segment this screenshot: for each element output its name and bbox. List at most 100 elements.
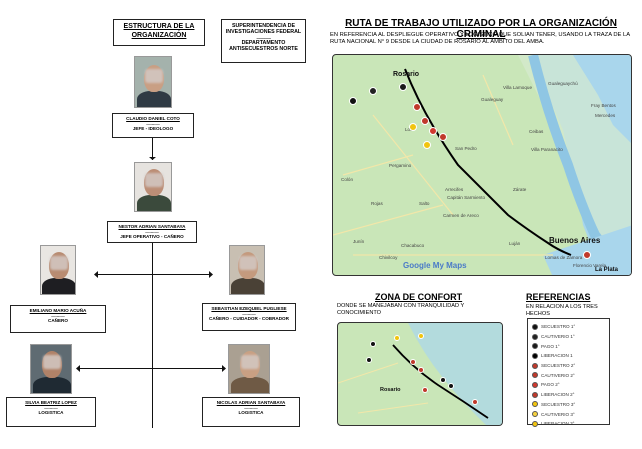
marker-liberacion-2[interactable] <box>439 133 447 141</box>
zona-marker-7[interactable] <box>440 377 446 383</box>
member-card-5: SILVIA BEATRIZ LOPEZ ------------ LOGIST… <box>6 397 96 427</box>
place-label: Pergamino <box>389 163 412 168</box>
legend-item: CAUTIVERIO 2° <box>532 370 605 380</box>
member-card-1: CLAUDIO DANIEL COTO ------------ JEFE - … <box>112 113 194 138</box>
legend-item: LIBERACION 3° <box>532 419 605 429</box>
marker-liberacion-1[interactable] <box>583 251 591 259</box>
zona-marker-6[interactable] <box>418 367 424 373</box>
place-label: Ceibas <box>529 129 544 134</box>
legend-marker-icon <box>532 333 538 340</box>
arrow-right-row2 <box>222 365 226 372</box>
marker-secuestro-1[interactable] <box>349 97 357 105</box>
place-label: Capitán Sarmiento <box>447 195 486 200</box>
references-title: REFERENCIAS <box>526 292 591 302</box>
legend-marker-icon <box>532 420 538 427</box>
place-label: Colón <box>341 177 354 182</box>
place-label: Junín <box>353 239 365 244</box>
legend-item: SECUESTRO 1° <box>532 322 605 332</box>
legend-label: LIBERACION 2° <box>541 392 575 398</box>
zona-city-rosario: Rosario <box>380 387 401 393</box>
route-title: RUTA DE TRABAJO UTILIZADO POR LA ORGANIZ… <box>345 18 617 40</box>
zona-marker-10[interactable] <box>472 399 478 405</box>
legend-item: PAGO 2° <box>532 380 605 390</box>
arrow-left-row1 <box>94 271 98 278</box>
zona-marker-2[interactable] <box>366 357 372 363</box>
place-label: Fray Bentos <box>591 103 616 108</box>
place-label: Carmen de Areco <box>443 213 479 218</box>
legend-marker-icon <box>532 352 538 359</box>
arrow-head-1 <box>149 157 156 160</box>
place-label: Arrecifes <box>445 187 464 192</box>
place-label: Los <box>405 127 413 132</box>
structure-title: ESTRUCTURA DE LA ORGANIZACIÓN <box>113 19 205 46</box>
place-label: Villa Paranacito <box>531 147 563 152</box>
legend-item: CAUTIVERIO 3° <box>532 409 605 419</box>
marker-cautiverio-2[interactable] <box>421 117 429 125</box>
legend-label: SECUESTRO 2° <box>541 363 576 369</box>
member-photo-4 <box>229 245 265 295</box>
city-buenos-aires: Buenos Aires <box>549 236 601 245</box>
legend-item: PAGO 1° <box>532 341 605 351</box>
zona-subtitle: DONDE SE MANEJABAN CON TRANQUILIDAD Y CO… <box>337 303 465 316</box>
member-card-3: EMILIANO MARIO ACUÑA ------------ CAÑERO <box>10 305 106 333</box>
zona-marker-4[interactable] <box>418 333 424 339</box>
organization-box: SUPERINTENDENCIA DE INVESTIGACIONES FEDE… <box>221 19 306 63</box>
place-label: Chacabuco <box>401 243 425 248</box>
marker-pago-2[interactable] <box>429 127 437 135</box>
zona-title: ZONA DE CONFORT <box>375 292 463 302</box>
connector-row1 <box>97 274 210 275</box>
legend-label: CAUTIVERIO 3° <box>541 411 575 417</box>
city-rosario: Rosario <box>393 71 420 78</box>
zona-marker-8[interactable] <box>448 383 454 389</box>
legend-label: LIBERACION 3° <box>541 421 575 427</box>
zona-marker-3[interactable] <box>394 335 400 341</box>
legend-label: CAUTIVERIO 1° <box>541 334 575 340</box>
place-label: Luján <box>509 241 521 246</box>
route-map-svg <box>333 55 631 275</box>
legend-marker-icon <box>532 372 538 379</box>
references-subtitle: EN RELACION A LOS TRES HECHOS <box>526 304 598 317</box>
legend-marker-icon <box>532 343 538 350</box>
marker-secuestro-3[interactable] <box>423 141 431 149</box>
place-label: Zárate <box>513 187 527 192</box>
city-la-plata: La Plata <box>595 267 619 273</box>
legend-marker-icon <box>532 381 538 388</box>
zona-marker-9[interactable] <box>422 387 428 393</box>
google-my-maps-watermark: Google My Maps <box>403 261 467 270</box>
legend-item: LIBERACION 1 <box>532 351 605 361</box>
legend-item: LIBERACION 2° <box>532 390 605 400</box>
connector-1-2 <box>152 138 153 160</box>
place-label: Lomas de Zamora <box>545 255 583 260</box>
legend-marker-icon <box>532 401 538 408</box>
member-card-2: NESTOR ADRIAN SANTABAYA ------------ JEF… <box>107 221 197 243</box>
arrow-right-row1 <box>209 271 213 278</box>
route-map[interactable]: Rosario Buenos Aires La Plata Villa Lamo… <box>332 54 632 276</box>
legend-marker-icon <box>532 323 538 330</box>
legend-marker-icon <box>532 391 538 398</box>
legend-label: PAGO 1° <box>541 343 560 349</box>
member-photo-3 <box>40 245 76 295</box>
zona-map[interactable]: Rosario <box>337 322 503 426</box>
legend-marker-icon <box>532 362 538 369</box>
member-photo-1 <box>134 56 172 108</box>
member-card-4: SEBASTIAN EZEQUIEL PUGLIESE ------------… <box>202 303 296 331</box>
place-label: Rojas <box>371 201 383 206</box>
legend-label: PAGO 2° <box>541 382 560 388</box>
member-card-6: NICOLAS ADRIAN SANTABAYA ------------ LO… <box>202 397 300 427</box>
marker-pago-1[interactable] <box>399 83 407 91</box>
marker-secuestro-2[interactable] <box>413 103 421 111</box>
place-label: Florencio Varela <box>573 263 607 268</box>
legend-item: CAUTIVERIO 1° <box>532 332 605 342</box>
route-subtitle: EN REFERENCIA AL DESPLIEGUE OPERATIVO Y … <box>330 32 630 46</box>
references-legend: SECUESTRO 1° CAUTIVERIO 1° PAGO 1° LIBERACI… <box>527 318 610 427</box>
marker-liberacion-3[interactable] <box>409 123 417 131</box>
member-photo-2 <box>134 162 172 212</box>
place-label: Gualeguaychú <box>548 81 578 86</box>
legend-label: LIBERACION 1 <box>541 353 573 359</box>
zona-marker-1[interactable] <box>370 341 376 347</box>
zona-marker-5[interactable] <box>410 359 416 365</box>
connector-row2 <box>79 368 223 369</box>
connector-main-vertical <box>152 242 153 428</box>
marker-cautiverio-1[interactable] <box>369 87 377 95</box>
legend-item: SECUESTRO 3° <box>532 400 605 410</box>
